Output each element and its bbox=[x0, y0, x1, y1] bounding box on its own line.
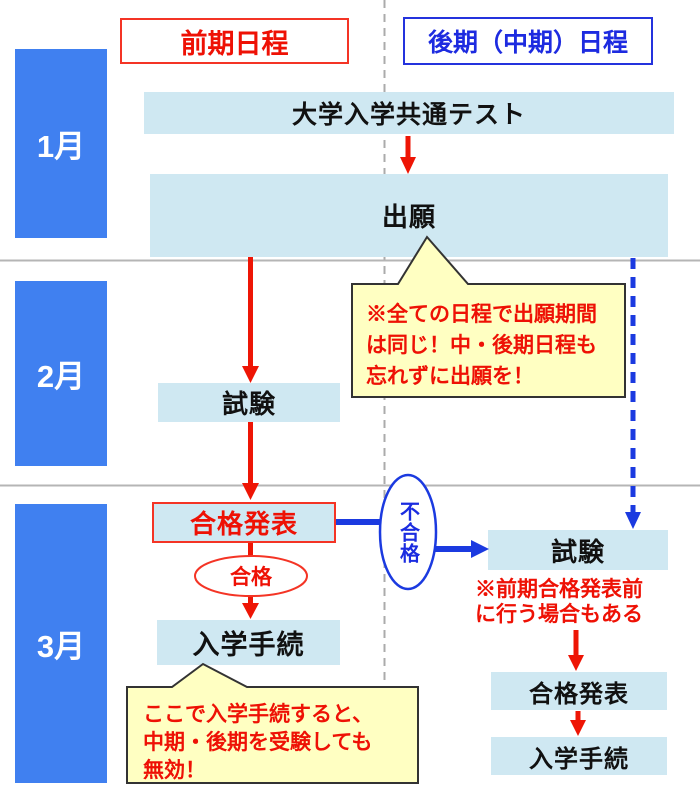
box-results-early-text: 合格発表 bbox=[189, 509, 298, 539]
month-label-february: 2月 bbox=[15, 281, 107, 466]
arrowhead-test-to-application bbox=[400, 157, 416, 174]
arrowhead-late-exam-to-results bbox=[568, 655, 584, 671]
box-application-text: 出願 bbox=[381, 202, 436, 232]
pass-text: 合格 bbox=[230, 566, 272, 589]
month-label-january: 1月 bbox=[15, 49, 107, 238]
arrowhead-application-to-late-exam bbox=[625, 512, 641, 529]
callout-application-text: ※全ての日程で出願期間 は同じ！中・後期日程も 忘れずに出願を！ bbox=[366, 299, 618, 392]
ellipse-pass-label: 合格 bbox=[211, 564, 291, 589]
arrowhead-application-to-exam bbox=[242, 366, 259, 383]
arrowhead-exam-to-results bbox=[242, 483, 259, 500]
callout-enrollment-line2: 中期・後期を受験しても bbox=[143, 731, 373, 754]
box-exam-late-text: 試験 bbox=[550, 536, 605, 567]
box-enrollment-early-text: 入学手続 bbox=[192, 630, 305, 660]
note-late-exam: ※前期合格発表前 に行う場合もある bbox=[475, 577, 680, 627]
callout-application-line2: は同じ！中・後期日程も bbox=[366, 334, 597, 357]
month-february-text: 2月 bbox=[36, 359, 86, 394]
note-late-exam-line2: に行う場合もある bbox=[475, 603, 643, 626]
box-exam-early-text: 試験 bbox=[221, 389, 276, 419]
box-common-test: 大学入学共通テスト bbox=[144, 92, 674, 134]
callout-enrollment-text: ここで入学手続すると、 中期・後期を受験しても 無効！ bbox=[143, 701, 411, 785]
fail-text: 不合格 bbox=[396, 500, 419, 564]
arrowhead-late-results-to-enrollment bbox=[570, 720, 586, 736]
month-january-text: 1月 bbox=[36, 129, 86, 164]
callout-enrollment-line3: 無効！ bbox=[143, 759, 206, 782]
callout-application-line3: 忘れずに出願を！ bbox=[366, 365, 534, 388]
header-late-text: 後期（中期）日程 bbox=[427, 29, 628, 57]
header-late-mid-schedule: 後期（中期）日程 bbox=[403, 17, 653, 65]
callout-application-line1: ※全ての日程で出願期間 bbox=[366, 303, 597, 326]
box-enrollment-early: 入学手続 bbox=[157, 620, 340, 665]
note-late-exam-line1: ※前期合格発表前 bbox=[475, 578, 643, 601]
month-label-march: 3月 bbox=[15, 504, 107, 783]
box-results-early: 合格発表 bbox=[152, 502, 336, 543]
box-exam-early: 試験 bbox=[158, 383, 340, 422]
arrowhead-pass-to-enrollment bbox=[242, 603, 259, 619]
box-application: 出願 bbox=[150, 174, 668, 257]
header-early-schedule: 前期日程 bbox=[120, 18, 349, 64]
arrowhead-fail-to-late-exam bbox=[471, 540, 489, 558]
callout-enrollment-line1: ここで入学手続すると、 bbox=[143, 703, 374, 726]
box-enrollment-late: 入学手続 bbox=[491, 737, 667, 775]
ellipse-fail-label: 不合格 bbox=[393, 480, 423, 584]
box-results-late-text: 合格発表 bbox=[529, 680, 629, 708]
header-early-text: 前期日程 bbox=[180, 28, 289, 59]
box-common-test-text: 大学入学共通テスト bbox=[291, 101, 526, 129]
box-results-late: 合格発表 bbox=[491, 672, 667, 710]
box-enrollment-late-text: 入学手続 bbox=[529, 745, 629, 773]
month-march-text: 3月 bbox=[36, 629, 86, 664]
box-exam-late: 試験 bbox=[488, 530, 668, 570]
